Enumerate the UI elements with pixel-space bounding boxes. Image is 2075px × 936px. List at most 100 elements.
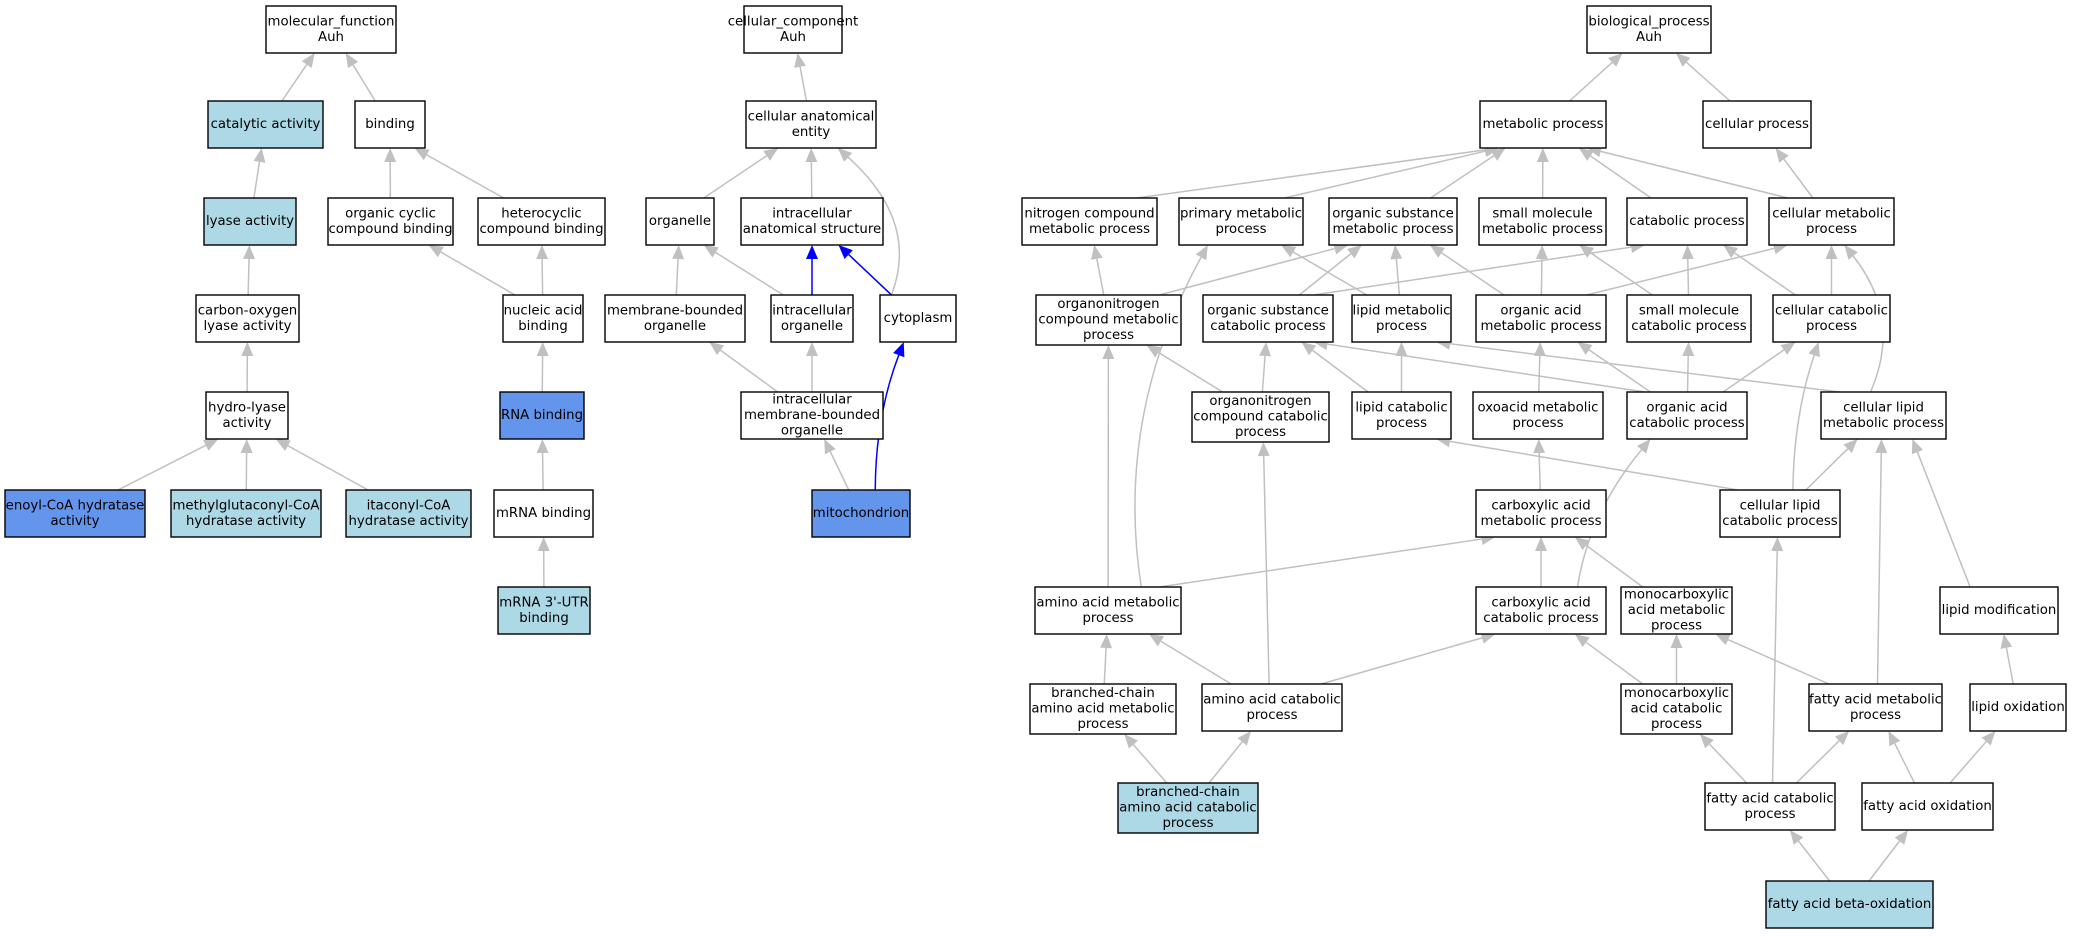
node-box — [207, 100, 324, 149]
edge-arrowhead — [1834, 731, 1850, 746]
node-label: small molecule — [1492, 206, 1592, 221]
edge-hetero-to-binding — [414, 148, 504, 199]
edge-line — [848, 254, 893, 296]
node-fao: fatty acid oxidation — [1861, 782, 1994, 831]
node-label: cellular process — [1705, 117, 1809, 132]
edge-ccp-to-cmp — [1825, 245, 1838, 295]
node-label: cellular metabolic — [1772, 206, 1891, 221]
node-label: intracellular — [772, 393, 852, 408]
node-label: organonitrogen — [1209, 394, 1311, 409]
node-label: activity — [222, 416, 271, 431]
node-box — [4, 489, 146, 538]
edge-arrowhead — [1259, 342, 1272, 357]
node-label: monocarboxylic — [1624, 588, 1729, 603]
edge-smcp-to-smmp — [1579, 245, 1653, 296]
edge-arrowhead — [838, 245, 853, 259]
node-label: compound binding — [328, 222, 452, 237]
edge-arrowhead — [794, 53, 806, 68]
edge-fao-to-famp — [1888, 731, 1916, 784]
node-catab: catabolic process — [1626, 197, 1748, 246]
edge-arrowhead — [1536, 148, 1549, 163]
edge-smmp-to-metab — [1536, 148, 1549, 199]
edge-lmod-to-clmp — [1911, 439, 1971, 588]
edge-famp-to-clmp — [1875, 439, 1888, 685]
edge-line — [1722, 349, 1785, 393]
edge-line — [247, 258, 250, 296]
node-box — [1861, 782, 1994, 831]
edge-arrowhead — [1574, 537, 1590, 551]
edge-oscp-to-catab — [1313, 241, 1645, 296]
edge-oacp-to-ccp — [1722, 342, 1796, 393]
node-box — [1351, 391, 1452, 440]
node-box — [1969, 683, 2067, 732]
node-box — [1034, 586, 1182, 635]
node-label: itaconyl-CoA — [367, 498, 451, 513]
edge-arrowhead — [1281, 245, 1297, 258]
node-label: lipid modification — [1942, 603, 2057, 618]
node-label: process — [1215, 222, 1266, 237]
node-label: organonitrogen — [1057, 297, 1159, 312]
edge-arrowhead — [1390, 245, 1403, 260]
edge-arrowhead — [428, 245, 444, 258]
node-binding: binding — [354, 100, 426, 149]
edge-arrowhead — [1875, 439, 1888, 454]
edge-lmp-to-pmp — [1281, 245, 1368, 296]
edge-line — [1430, 155, 1495, 199]
node-box — [493, 489, 594, 538]
edge-arrowhead — [1844, 245, 1858, 260]
edge-line — [1261, 355, 1266, 393]
node-label: amino acid metabolic — [1031, 702, 1174, 717]
node-label: metabolic process — [1332, 222, 1453, 237]
node-box — [195, 294, 300, 343]
node-label: catabolic process — [1722, 514, 1837, 529]
node-box — [1620, 586, 1733, 635]
node-label: cellular catabolic — [1775, 303, 1888, 318]
node-label: carboxylic acid — [1491, 498, 1590, 513]
edge-arrowhead — [1124, 734, 1138, 749]
edge-arrowhead — [1535, 245, 1548, 260]
node-label: nucleic acid — [504, 303, 583, 318]
edge-line — [1586, 247, 1775, 296]
edge-fao-to-lox — [1949, 731, 1996, 784]
node-label: biological_process — [1588, 14, 1709, 29]
edge-line — [1103, 647, 1107, 685]
node-label: process — [1162, 816, 1213, 831]
edge-oxmp-to-oamp — [1533, 342, 1546, 393]
node-label: fatty acid beta-oxidation — [1768, 897, 1932, 912]
node-label: metabolic process — [1029, 222, 1150, 237]
node-label: molecular_function — [268, 14, 395, 29]
node-label: organic acid — [1500, 303, 1581, 318]
edge-arrowhead — [414, 148, 430, 161]
edge-line — [1292, 251, 1368, 296]
node-label: acid catabolic — [1631, 702, 1723, 717]
node-box — [1472, 391, 1604, 440]
edge-arrowhead — [1395, 342, 1408, 356]
edge-arrowhead — [241, 342, 254, 357]
edge-imbo-to-mbo — [709, 342, 779, 393]
edge-arrowhead — [837, 148, 853, 162]
node-label: nitrogen compound — [1024, 206, 1154, 221]
edge-arrowhead — [537, 537, 550, 552]
node-label: monocarboxylic — [1624, 686, 1729, 701]
node-label: organelle — [644, 319, 706, 334]
edge-organelle-to-cae — [703, 148, 779, 199]
edge-line — [1540, 258, 1543, 296]
edge-arrowhead — [1146, 345, 1162, 358]
node-box — [1808, 683, 1943, 732]
edge-line — [1158, 538, 1482, 588]
node-label: compound catabolic — [1193, 410, 1328, 425]
node-box — [1328, 197, 1458, 246]
node-box — [1939, 586, 2059, 635]
edge-oamp-to-smmp — [1535, 245, 1548, 296]
edge-arrowhead — [1888, 731, 1901, 747]
edge-oscp-to-osmp — [1298, 245, 1362, 296]
edge-facp-to-clcp — [1771, 537, 1784, 784]
edge-arrowhead — [536, 439, 549, 454]
